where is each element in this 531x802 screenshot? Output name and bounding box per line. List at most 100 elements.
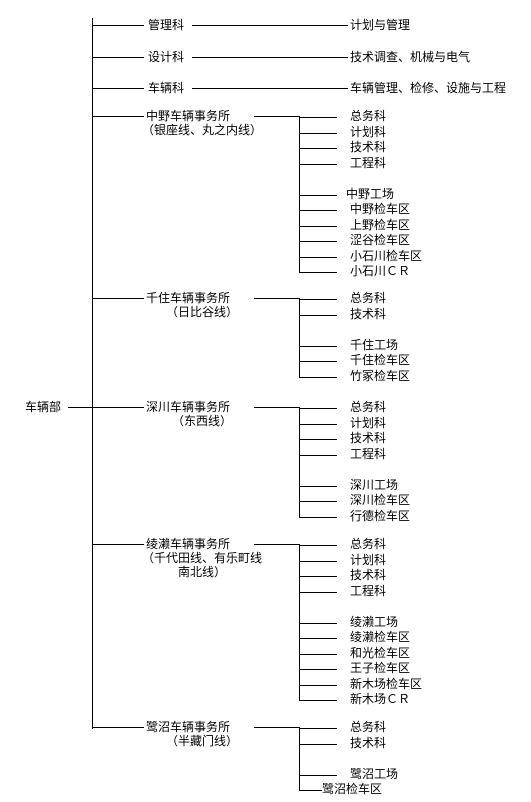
unit-label: 总务科 (350, 400, 387, 414)
unit-branch (299, 728, 337, 729)
unit-label: 行德检车区 (350, 509, 411, 523)
unit-branch (299, 424, 337, 425)
unit-label: 上野检车区 (350, 218, 411, 232)
depot-branch (92, 727, 144, 728)
unit-branch (299, 361, 337, 362)
unit-spine (299, 298, 300, 378)
unit-label: 新木场ＣＲ (350, 692, 411, 706)
unit-label: 千住检车区 (350, 353, 411, 367)
unit-label: 总务科 (350, 537, 387, 551)
unit-label: 千住工场 (350, 338, 399, 352)
unit-branch (299, 241, 337, 242)
unit-branch (299, 299, 337, 300)
unit-label: 涩谷检车区 (350, 233, 411, 247)
section-branch (92, 88, 144, 89)
unit-label: 总务科 (350, 720, 387, 734)
depot-name: 深川车辆事务所 (146, 400, 231, 414)
unit-branch (299, 517, 337, 518)
unit-label: 竹冢检车区 (350, 369, 411, 383)
unit-label: 中野检车区 (350, 202, 411, 216)
unit-branch (299, 226, 337, 227)
section-duty: 计划与管理 (350, 18, 411, 32)
section-name: 车辆科 (148, 81, 185, 95)
unit-branch (299, 790, 337, 791)
unit-branch (299, 501, 337, 502)
unit-label: 和光检车区 (350, 646, 411, 660)
unit-branch (299, 257, 337, 258)
unit-label: 深川工场 (350, 478, 399, 492)
unit-label: 技术科 (350, 568, 387, 582)
depot-branch (92, 407, 144, 408)
section-duty-connector (192, 57, 348, 58)
unit-branch (299, 164, 337, 165)
section-branch (92, 57, 144, 58)
depot-lines: （银座线、丸之内线） (141, 123, 262, 137)
unit-label: 计划科 (350, 416, 387, 430)
root-connector (68, 407, 93, 408)
unit-label: 小石川ＣＲ (350, 264, 411, 278)
unit-label: 技术科 (350, 431, 387, 445)
unit-branch (299, 315, 337, 316)
unit-branch (299, 576, 337, 577)
unit-branch (299, 592, 337, 593)
unit-label: 总务科 (350, 291, 387, 305)
unit-branch (299, 148, 337, 149)
depot-name: 绫濑车辆事务所 (146, 537, 231, 551)
main-spine (92, 18, 93, 729)
depot-lines: （千代田线、有乐町线 (141, 551, 262, 565)
unit-spine (299, 544, 300, 701)
unit-branch (299, 117, 337, 118)
unit-branch (299, 195, 337, 196)
unit-label: 绫濑检车区 (350, 630, 411, 644)
unit-spine (299, 116, 300, 273)
depot-branch (92, 544, 144, 545)
depot-lines: （半藏门线） (165, 734, 238, 748)
unit-label: 计划科 (350, 125, 387, 139)
depot-name: 千住车辆事务所 (146, 291, 231, 305)
unit-branch (299, 272, 337, 273)
depot-connector (254, 407, 300, 408)
unit-label: 小石川检车区 (350, 249, 423, 263)
unit-label: 深川检车区 (350, 493, 411, 507)
unit-label: 总务科 (350, 109, 387, 123)
depot-lines: 南北线） (177, 565, 226, 579)
unit-spine (299, 407, 300, 518)
unit-label: 工程科 (350, 156, 387, 170)
section-branch (92, 25, 144, 26)
depot-lines: （日比谷线） (165, 305, 238, 319)
unit-label: 鹭沼工场 (350, 767, 399, 781)
unit-branch (299, 455, 337, 456)
depot-connector (254, 298, 300, 299)
unit-branch (299, 669, 337, 670)
unit-label: 工程科 (350, 447, 387, 461)
unit-spine (299, 727, 300, 791)
section-name: 管理科 (148, 18, 185, 32)
unit-branch (299, 685, 337, 686)
unit-branch (299, 561, 337, 562)
section-duty-connector (192, 25, 348, 26)
unit-label: 计划科 (350, 553, 387, 567)
section-duty: 技术调查、机械与电气 (350, 50, 471, 64)
depot-branch (92, 298, 144, 299)
section-duty: 车辆管理、检修、设施与工程 (350, 81, 507, 95)
unit-branch (299, 210, 337, 211)
unit-label: 技术科 (350, 140, 387, 154)
unit-label: 王子检车区 (350, 661, 411, 675)
depot-name: 鹭沼车辆事务所 (146, 720, 231, 734)
depot-connector (254, 727, 300, 728)
unit-branch (299, 700, 337, 701)
root-label: 车辆部 (25, 400, 62, 414)
unit-branch (299, 623, 337, 624)
unit-branch (299, 486, 337, 487)
unit-branch (299, 638, 337, 639)
unit-branch (299, 775, 337, 776)
unit-branch (299, 346, 337, 347)
unit-branch (299, 654, 337, 655)
depot-lines: （东西线） (171, 414, 232, 428)
unit-label: 新木场检车区 (350, 677, 423, 691)
unit-label: 鹭沼检车区 (322, 782, 383, 796)
unit-label: 中野工场 (346, 187, 395, 201)
unit-branch (299, 408, 337, 409)
depot-connector (254, 116, 300, 117)
